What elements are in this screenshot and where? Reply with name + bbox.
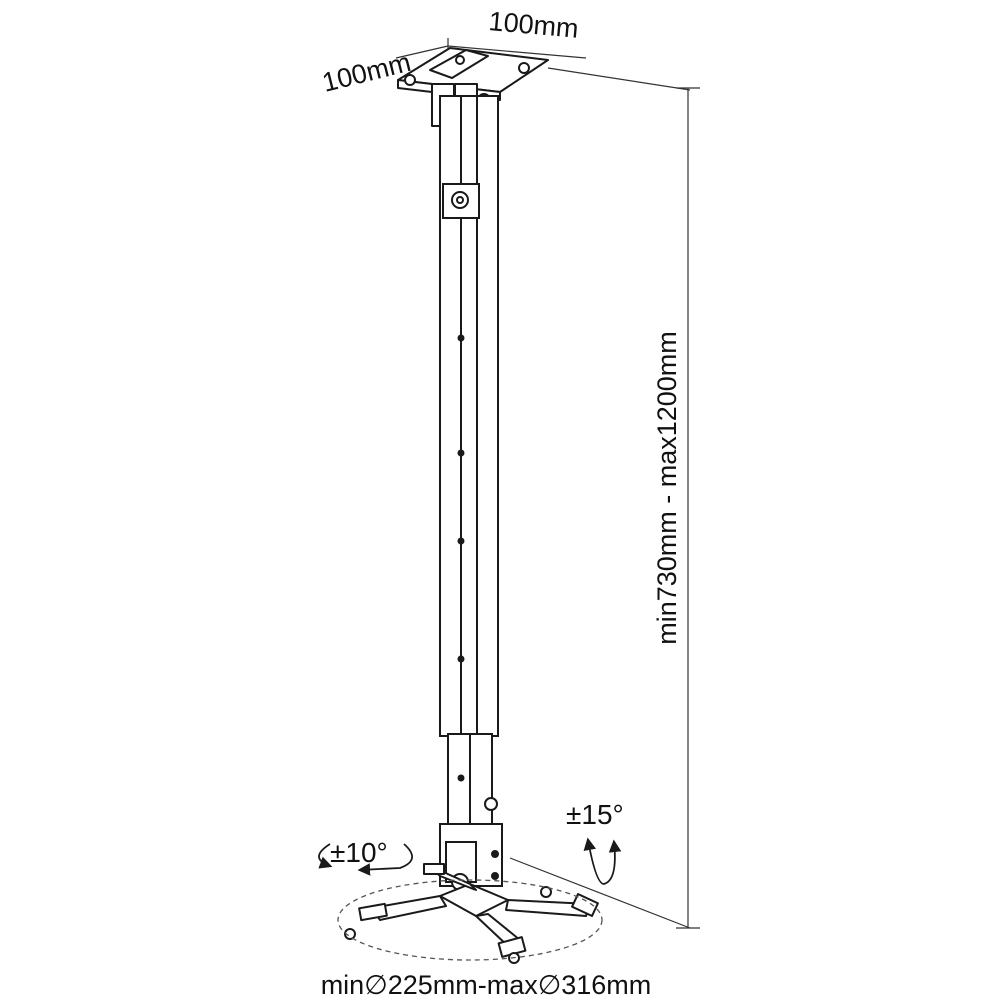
swivel-angle-label: ±10° [330,837,388,868]
tilt-arrow [583,837,622,885]
side-width-line [395,45,449,59]
side-width-label: 100mm [319,47,414,98]
plate-range-ellipse [337,879,603,961]
height-range-label: min730mm - max1200mm [652,331,682,645]
tilt-angle-label: ±15° [566,799,624,830]
inner-pole [447,733,498,827]
spider-plate [344,863,599,964]
height-extension-top [547,67,691,91]
outer-pole [439,95,499,737]
plate-range-label: min∅225mm-max∅316mm [321,970,652,1000]
top-width-label: 100mm [487,6,579,44]
height-extension-bottom [509,857,691,929]
swivel-arrow [318,843,413,876]
height-dimension [509,67,700,929]
ceiling-bracket [397,47,549,127]
top-width-line [447,45,587,59]
